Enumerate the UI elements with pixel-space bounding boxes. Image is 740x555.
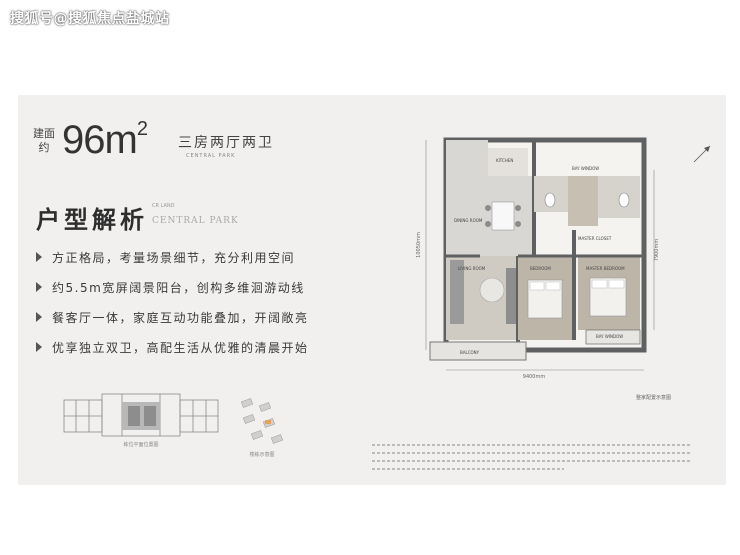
room-label-dining: DINING ROOM [454,218,483,223]
brand-name: CENTRAL PARK [152,216,239,226]
site-caption: 楼栋示意图 [249,451,274,458]
feature-item: 约5.5m宽屏阔景阳台，创构多维洄游动线 [36,272,309,302]
area-prefix-line1: 建面 [33,127,55,140]
mini-plan-caption: 栋位平面位置图 [123,441,158,448]
site-plan-thumbnail: 楼栋示意图 [240,398,284,458]
height-dimension-right: 7900mm [654,239,660,262]
height-dimension-left: 10050mm [416,232,422,258]
triangle-bullet-icon [36,282,42,292]
area-prefix: 建面 约 [30,127,58,155]
width-dimension: 9400mm [523,374,546,380]
triangle-bullet-icon [36,312,42,322]
area-number: 96m [62,118,138,162]
feature-text: 方正格局，考量场景细节，充分利用空间 [52,250,296,265]
room-label-bedroom: BEDROOM [530,266,551,271]
floor-plan: KITCHEN DINING ROOM LIVING ROOM BALCONY … [416,137,660,380]
layout-subtitle: CENTRAL PARK [186,153,236,159]
room-label-living: LIVING ROOM [458,266,486,271]
room-label-balcony: BALCONY [460,350,480,355]
legal-disclaimer-block [372,444,692,470]
feature-list: 方正格局，考量场景细节，充分利用空间 约5.5m宽屏阔景阳台，创构多维洄游动线 … [36,242,309,362]
feature-text: 优享独立双卫，高配生活从优雅的清晨开始 [52,340,309,355]
feature-item: 餐客厅一体，家庭互动功能叠加，开阔敞亮 [36,302,309,332]
brand-small: CR LAND [152,203,175,209]
section-title: 户型解析 [36,206,148,234]
feature-item: 方正格局，考量场景细节，充分利用空间 [36,242,309,272]
feature-item: 优享独立双卫，高配生活从优雅的清晨开始 [36,332,309,362]
area-superscript: 2 [136,118,148,140]
room-label-master-closet: MASTER CLOSET [578,236,612,241]
compass-icon [693,145,711,163]
triangle-bullet-icon [36,342,42,352]
feature-text: 约5.5m宽屏阔景阳台，创构多维洄游动线 [52,280,305,295]
area-prefix-line2: 约 [38,141,50,154]
watermark-text: 搜狐号@搜狐焦点盐城站 [10,11,170,27]
room-label-bay-window-top: BAY WINDOW [572,166,599,171]
room-label-kitchen: KITCHEN [496,158,513,163]
area-value: 96m2 [62,118,148,163]
floorplan-caption: 整家配置示意图 [636,395,672,401]
room-label-bay-window-bottom: BAY WINDOW [596,334,623,339]
building-plan-thumbnail: 栋位平面位置图 [63,393,219,448]
room-label-master: MASTER BEDROOM [586,266,625,271]
layout-type: 三房两厅两卫 [178,135,274,151]
feature-text: 餐客厅一体，家庭互动功能叠加，开阔敞亮 [52,310,309,325]
triangle-bullet-icon [36,252,42,262]
